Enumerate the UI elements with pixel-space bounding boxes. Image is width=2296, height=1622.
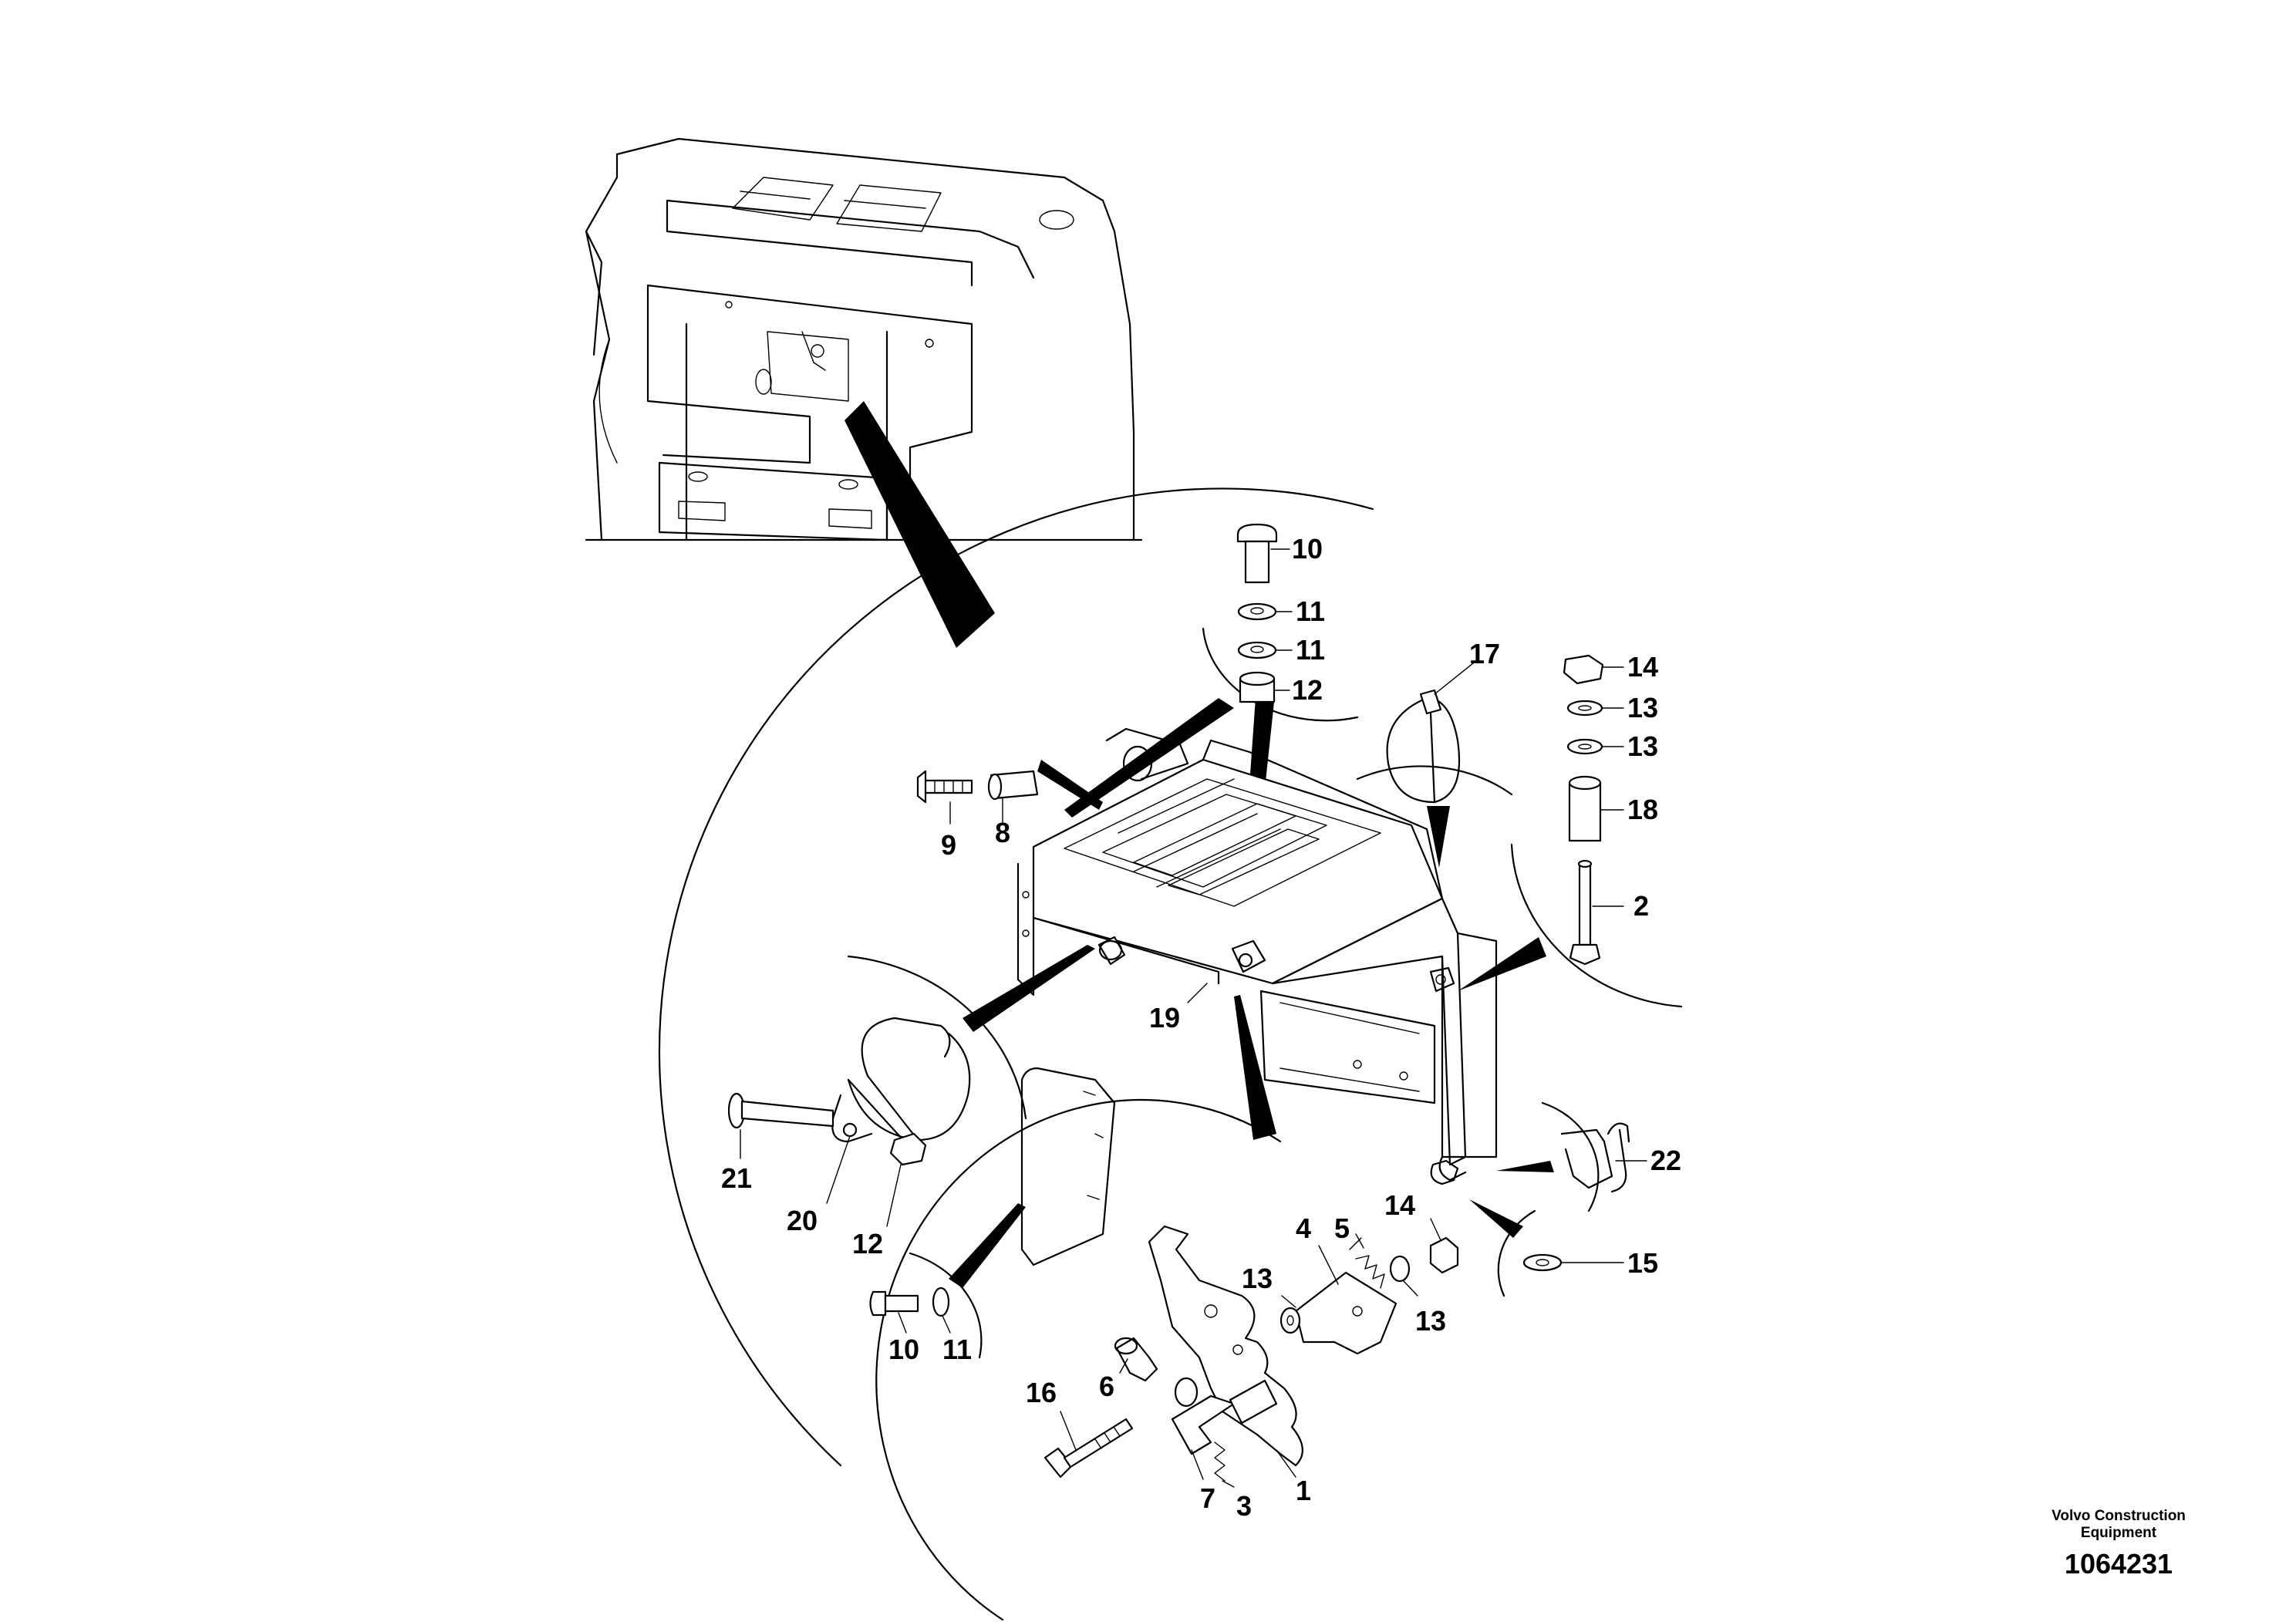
pin-21 (727, 1092, 834, 1129)
callout-13-d: 13 (1415, 1305, 1446, 1337)
callout-11-b: 11 (1296, 634, 1325, 666)
detail-view-circle (658, 487, 1374, 1467)
pointer-to-lock-pin (1427, 806, 1450, 868)
callout-3: 3 (1236, 1490, 1252, 1522)
callout-5: 5 (1334, 1212, 1350, 1244)
callout-21: 21 (721, 1162, 752, 1194)
bolt-2 (1569, 859, 1601, 966)
callout-13-c: 13 (1242, 1263, 1273, 1294)
clamp-20 (831, 1017, 971, 1149)
spacer-18 (1568, 775, 1602, 842)
callout-11-c: 11 (942, 1334, 972, 1365)
hose-22 (1560, 1122, 1630, 1193)
latch-plate-1 (1148, 1225, 1303, 1467)
washer-11-a (1237, 602, 1277, 621)
brand-line-1: Volvo Construction (2052, 1508, 2186, 1524)
callout-7: 7 (1200, 1482, 1215, 1514)
inset-circle-lock (1356, 765, 1513, 796)
nut-14-right (1563, 654, 1604, 685)
washer-11-b (1237, 641, 1277, 659)
callout-15: 15 (1627, 1247, 1658, 1279)
publisher-credit: Volvo Construction Equipment 1064231 (1995, 1508, 2242, 1582)
washer-13-c (1279, 1307, 1301, 1334)
nut-14-latch (1429, 1236, 1459, 1274)
pointer-to-pin-9 (1037, 760, 1103, 810)
zoom-pointer (845, 401, 995, 648)
pin-9 (916, 770, 973, 804)
washer-13-d (1389, 1255, 1411, 1283)
washer-13-a (1566, 700, 1603, 717)
callout-11-a: 11 (1296, 595, 1325, 627)
bracket-7 (1171, 1379, 1278, 1455)
inset-circle-clamp (847, 955, 1027, 1120)
pointer-to-rod (1458, 937, 1546, 991)
bolt-16 (1043, 1418, 1134, 1479)
catch-plate-4 (1294, 1271, 1397, 1355)
screw-10-bottom (869, 1290, 919, 1317)
callout-13-a: 13 (1627, 692, 1658, 723)
callout-17: 17 (1469, 638, 1500, 669)
callout-1: 1 (1296, 1475, 1311, 1506)
inset-circle-washer (1497, 1209, 1536, 1297)
washer-11-c (932, 1286, 950, 1317)
inset-circle-hose (1541, 1101, 1600, 1212)
nut-12-left (889, 1132, 927, 1166)
inset-circle-latch (875, 1099, 1282, 1621)
pointer-to-clamp (963, 945, 1095, 1032)
callout-18: 18 (1627, 794, 1658, 825)
callout-12-left: 12 (852, 1228, 883, 1259)
pointer-to-screw (949, 1203, 1026, 1288)
spring-3 (1214, 1442, 1226, 1482)
callout-4: 4 (1296, 1212, 1311, 1244)
pointer-to-hose (1496, 1161, 1554, 1172)
callout-20: 20 (787, 1205, 818, 1236)
callout-16: 16 (1026, 1377, 1057, 1408)
inset-circle-screw (909, 1252, 983, 1359)
pointer-to-latch (1234, 995, 1276, 1140)
lock-pin-17 (1386, 689, 1461, 804)
seat-frame-assembly (1017, 727, 1498, 1266)
pointer-to-washer (1469, 1199, 1523, 1238)
callout-8: 8 (995, 817, 1010, 848)
inset-circle-rod (1510, 843, 1683, 1008)
leader-lines (740, 548, 1647, 1488)
pointer-to-bolt-10b (1064, 698, 1234, 818)
callout-10-bottom: 10 (888, 1334, 919, 1365)
callout-14-latch: 14 (1384, 1189, 1415, 1221)
brand-line-2: Equipment (2080, 1525, 2157, 1541)
washer-latch (1174, 1377, 1199, 1408)
callout-13-b: 13 (1627, 730, 1658, 762)
washer-13-b (1566, 738, 1603, 755)
callout-labels: 10 11 11 12 17 14 13 13 18 2 9 8 19 22 2… (721, 533, 1681, 1522)
figure-number: 1064231 (2064, 1548, 2173, 1580)
bushing-6 (1114, 1337, 1158, 1382)
callout-6: 6 (1099, 1371, 1114, 1402)
callout-12-top: 12 (1292, 674, 1323, 706)
machine-overview-view (585, 137, 1143, 541)
callout-22: 22 (1650, 1145, 1681, 1176)
callout-9: 9 (941, 829, 956, 861)
bolt-10-top (1236, 523, 1278, 584)
callout-19: 19 (1149, 1002, 1180, 1034)
callout-2: 2 (1633, 890, 1649, 922)
shackle (1430, 1159, 1459, 1185)
washer-15 (1522, 1253, 1563, 1272)
callout-10-top: 10 (1292, 533, 1323, 565)
callout-14-right: 14 (1627, 651, 1658, 683)
